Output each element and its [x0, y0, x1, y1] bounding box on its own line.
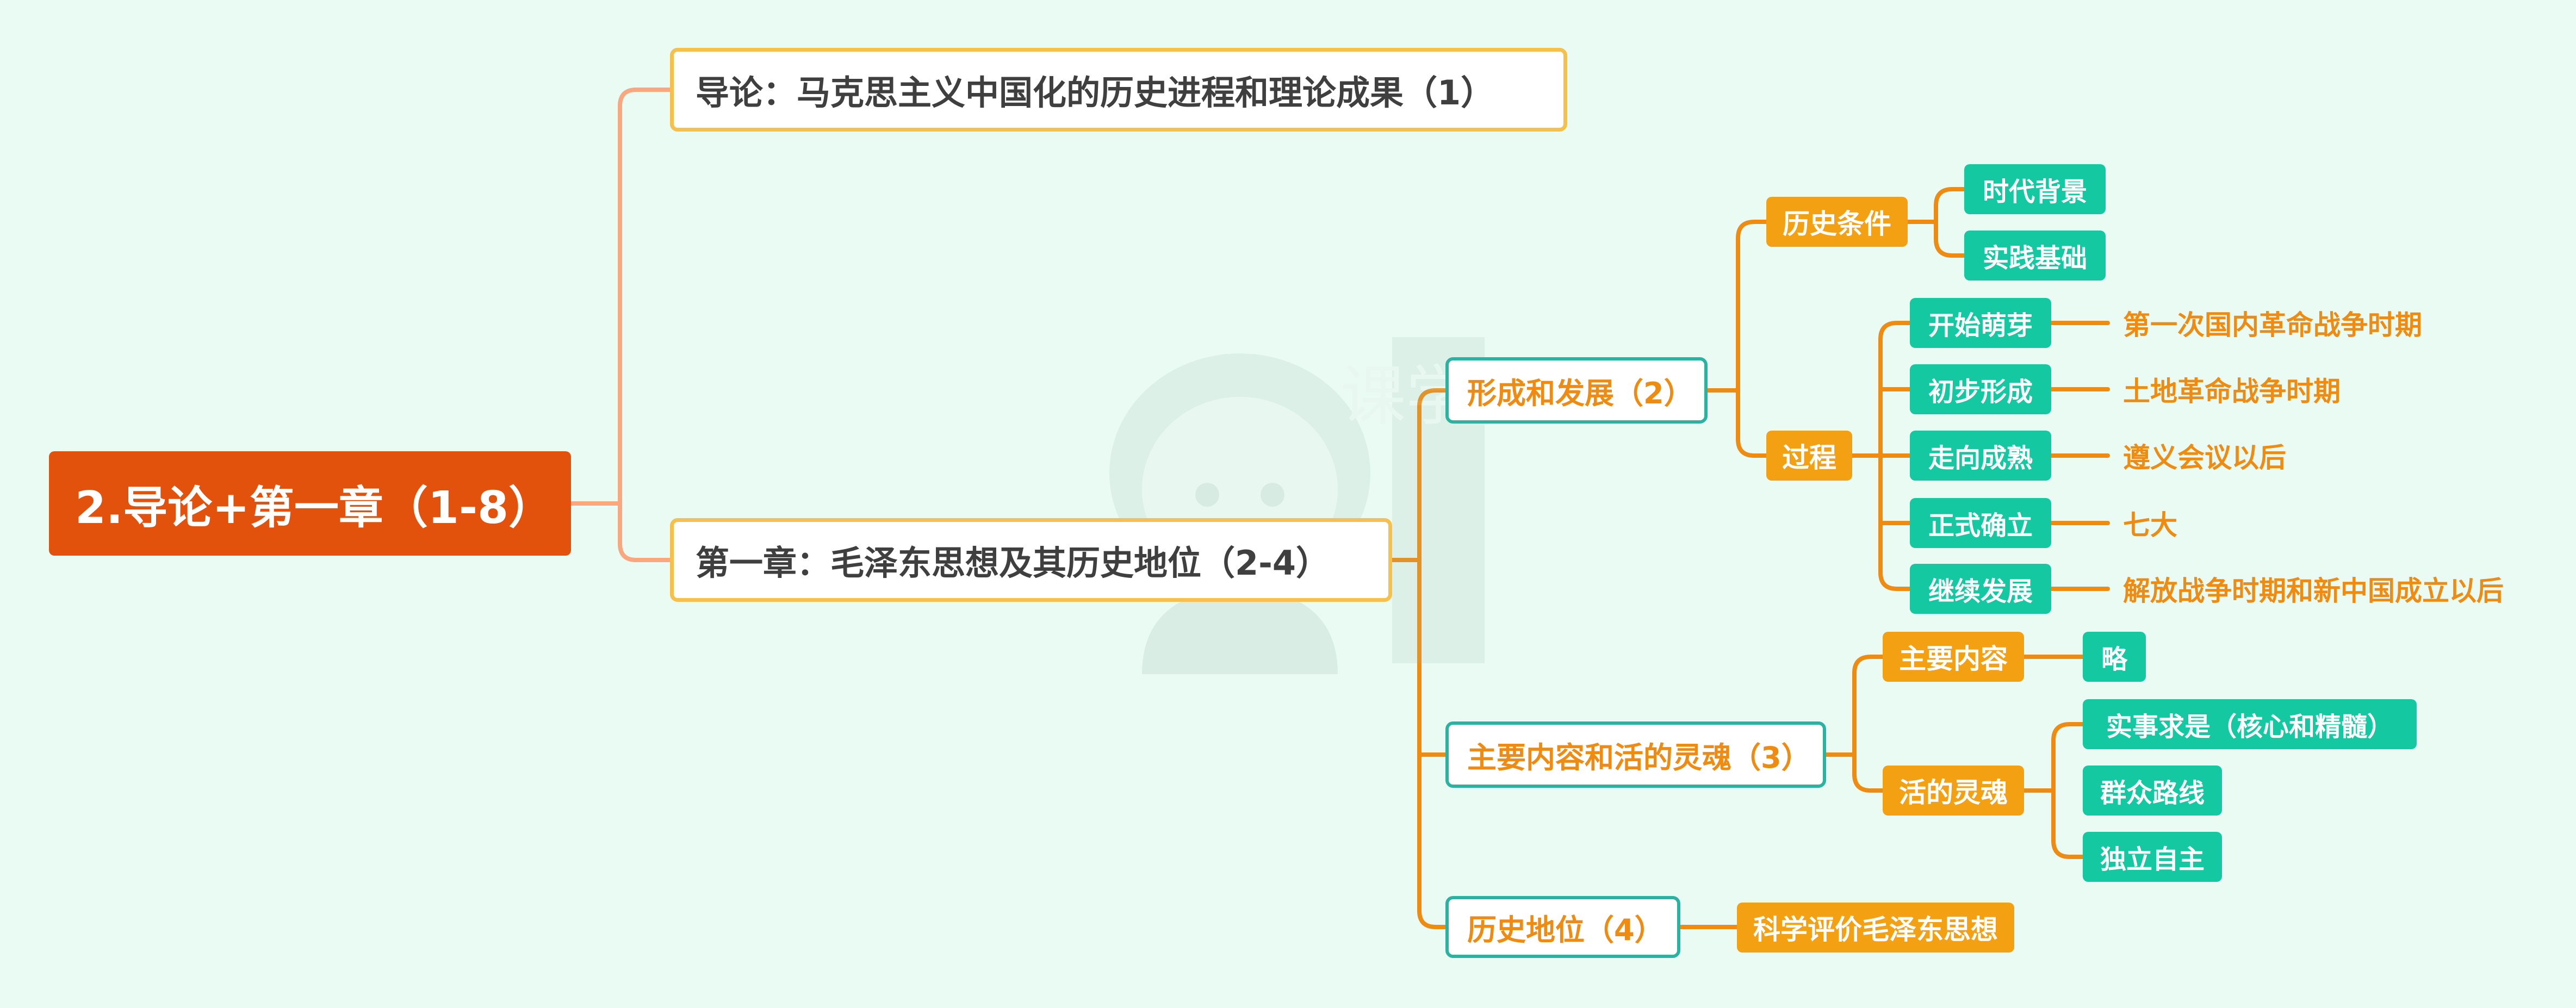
node-mass-line[interactable]: 群众路线 [2083, 766, 2222, 816]
node-omitted[interactable]: 略 [2083, 632, 2146, 682]
node-conditions[interactable]: 历史条件 [1766, 197, 1908, 247]
node-stage-sprouting-label: 开始萌芽 [1928, 310, 2033, 341]
root-label: 2.导论+第一章（1-8） [75, 482, 554, 534]
node-era-background-label: 时代背景 [1982, 177, 2087, 207]
node-living-soul[interactable]: 活的灵魂 [1883, 766, 2024, 816]
subtopic-content-label: 主要内容和活的灵魂（3） [1467, 740, 1811, 775]
topic-intro-label: 导论：马克思主义中国化的历史进程和理论成果（1） [696, 73, 1495, 113]
detail-established: 七大 [2123, 505, 2177, 542]
node-process[interactable]: 过程 [1766, 431, 1852, 481]
node-main-content[interactable]: 主要内容 [1883, 632, 2024, 682]
connector-formation [1705, 220, 1768, 458]
detail-initial: 土地革命战争时期 [2123, 371, 2341, 408]
node-process-label: 过程 [1782, 442, 1836, 474]
node-stage-initial-label: 初步形成 [1928, 377, 2033, 407]
topic-chapter1-label: 第一章：毛泽东思想及其历史地位（2-4） [696, 543, 1330, 583]
detail-initial-label: 土地革命战争时期 [2123, 376, 2341, 407]
root-node[interactable]: 2.导论+第一章（1-8） [49, 451, 571, 556]
node-stage-maturing[interactable]: 走向成熟 [1910, 431, 2051, 481]
subtopic-formation[interactable]: 形成和发展（2） [1445, 357, 1708, 424]
node-practice-basis-label: 实践基础 [1982, 243, 2087, 273]
subtopic-status[interactable]: 历史地位（4） [1445, 896, 1680, 958]
subtopic-status-label: 历史地位（4） [1467, 912, 1664, 947]
node-scientific-evaluation-label: 科学评价毛泽东思想 [1753, 914, 1998, 945]
detail-sprouting-label: 第一次国内革命战争时期 [2123, 309, 2422, 341]
node-living-soul-label: 活的灵魂 [1899, 777, 2008, 808]
node-stage-established[interactable]: 正式确立 [1910, 498, 2051, 548]
watermark-logo: 课学长 [1109, 337, 1490, 674]
node-omitted-label: 略 [2101, 644, 2127, 675]
connector-chapter1-trunk [1390, 388, 1448, 929]
node-mass-line-label: 群众路线 [2100, 778, 2205, 808]
detail-continuing: 解放战争时期和新中国成立以后 [2123, 570, 2504, 607]
node-seek-truth-label: 实事求是（核心和精髓） [2106, 712, 2393, 742]
node-main-content-label: 主要内容 [1899, 643, 2008, 675]
node-stage-continuing[interactable]: 继续发展 [1910, 564, 2051, 614]
connector-process [1850, 321, 1912, 591]
node-stage-sprouting[interactable]: 开始萌芽 [1910, 298, 2051, 348]
node-conditions-label: 历史条件 [1783, 208, 1891, 240]
node-era-background[interactable]: 时代背景 [1964, 164, 2106, 214]
detail-sprouting: 第一次国内革命战争时期 [2123, 304, 2422, 341]
node-seek-truth[interactable]: 实事求是（核心和精髓） [2083, 699, 2417, 749]
connector-soul [2022, 722, 2085, 859]
node-scientific-evaluation[interactable]: 科学评价毛泽东思想 [1737, 903, 2014, 953]
subtopic-formation-label: 形成和发展（2） [1467, 376, 1693, 410]
connector-root-chapter1 [618, 501, 672, 562]
node-stage-initial[interactable]: 初步形成 [1910, 364, 2051, 414]
subtopic-content[interactable]: 主要内容和活的灵魂（3） [1445, 721, 1826, 788]
node-practice-basis[interactable]: 实践基础 [1964, 231, 2106, 281]
detail-maturing: 遵义会议以后 [2123, 437, 2286, 474]
node-independence-label: 独立自主 [2100, 844, 2205, 875]
node-stage-established-label: 正式确立 [1928, 511, 2033, 541]
detail-maturing-label: 遵义会议以后 [2123, 442, 2286, 474]
topic-chapter1[interactable]: 第一章：毛泽东思想及其历史地位（2-4） [670, 518, 1392, 602]
node-stage-maturing-label: 走向成熟 [1928, 443, 2033, 474]
connector-content [1824, 655, 1885, 793]
connector-conditions [1905, 187, 1966, 258]
detail-continuing-label: 解放战争时期和新中国成立以后 [2123, 575, 2504, 607]
topic-intro[interactable]: 导论：马克思主义中国化的历史进程和理论成果（1） [670, 48, 1567, 132]
connector-root-intro [569, 88, 672, 506]
detail-established-label: 七大 [2123, 509, 2177, 541]
node-independence[interactable]: 独立自主 [2083, 832, 2222, 882]
node-stage-continuing-label: 继续发展 [1928, 576, 2033, 607]
connector-stage-details [2049, 321, 2110, 591]
